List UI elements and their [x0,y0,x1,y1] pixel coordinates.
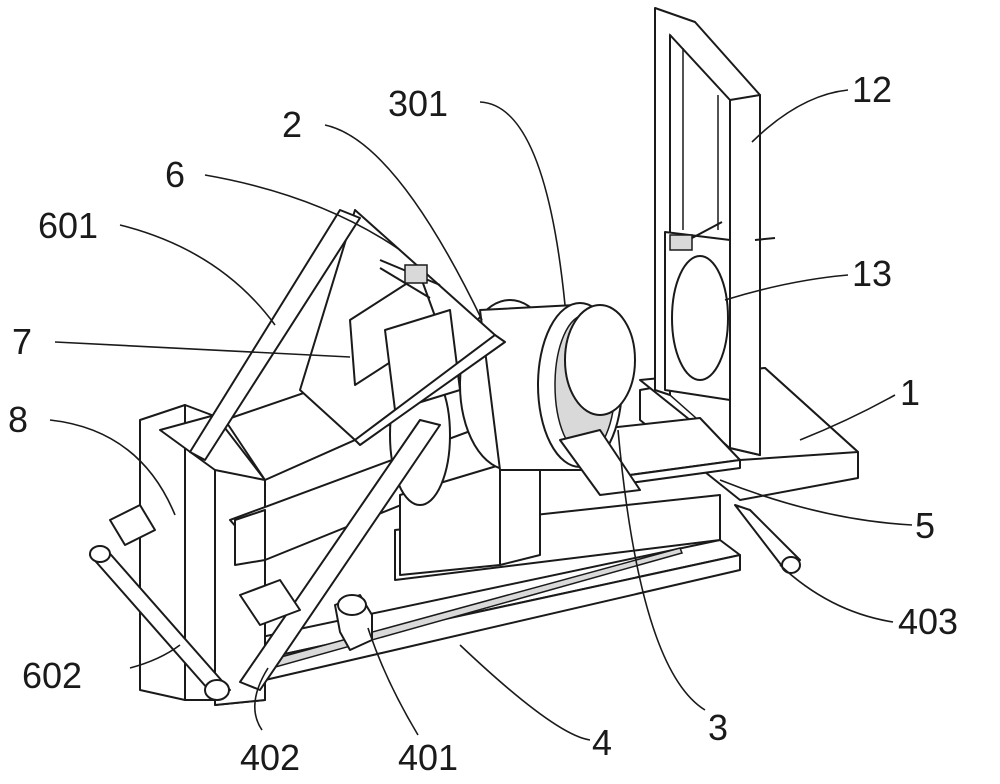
callout-403: 403 [898,601,958,642]
angled-strut [189,209,441,691]
swing-plate [299,209,506,446]
callout-12: 12 [852,69,892,110]
callout-13: 13 [852,253,892,294]
sliding-block [664,221,776,401]
callout-labels: 12 301 2 6 601 13 7 1 8 5 403 602 402 40… [8,69,958,778]
callout-8: 8 [8,399,28,440]
callout-3: 3 [708,707,728,748]
callout-401: 401 [398,737,458,778]
guide-rail [199,494,741,691]
callout-402: 402 [240,737,300,778]
leader-lines [49,89,913,741]
callout-2: 2 [282,104,302,145]
callout-601: 601 [38,205,98,246]
callout-1: 1 [900,372,920,413]
roller-shaft [734,504,801,574]
callout-7: 7 [12,321,32,362]
callout-602: 602 [22,655,82,696]
callout-4: 4 [592,722,612,763]
hydraulic-cylinder [89,504,301,701]
callout-5: 5 [915,505,935,546]
callout-301: 301 [388,83,448,124]
callout-6: 6 [165,154,185,195]
